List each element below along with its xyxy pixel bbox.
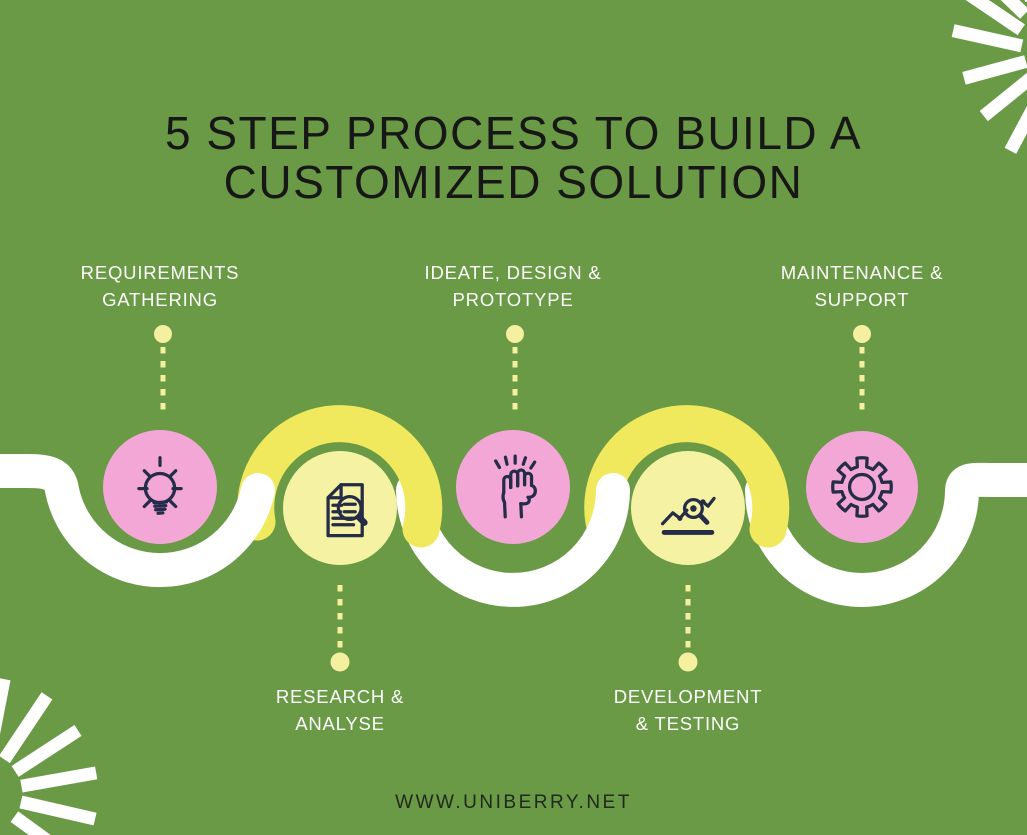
label-line: & TESTING	[635, 712, 741, 734]
connector-dot-step-4	[678, 652, 698, 672]
document-search-icon	[326, 483, 368, 538]
connector-dots	[154, 325, 871, 672]
step-label-requirements-gathering: REQUIREMENTS GATHERING	[30, 260, 290, 313]
connector-dot-step-3	[506, 325, 524, 343]
step-label-maintenance-support: MAINTENANCE & SUPPORT	[732, 260, 992, 313]
label-line: MAINTENANCE &	[780, 262, 944, 283]
step-label-ideate-design-prototype: IDEATE, DESIGN & PROTOTYPE	[383, 260, 643, 313]
label-line: DEVELOPMENT	[613, 686, 763, 707]
raised-fist-icon	[494, 454, 537, 519]
gear-icon	[831, 456, 893, 518]
starburst-bottom-left-icon	[0, 678, 98, 835]
step-circle-ideate-design-prototype	[456, 430, 570, 544]
connector-dot-step-1	[154, 325, 172, 343]
title-line-2: CUSTOMIZED SOLUTION	[223, 156, 804, 208]
label-line: SUPPORT	[814, 288, 910, 310]
label-line: PROTOTYPE	[452, 288, 574, 310]
step-circle-maintenance-support	[806, 431, 918, 543]
label-line: RESEARCH &	[275, 686, 405, 707]
page-title: 5 STEP PROCESS TO BUILD A CUSTOMIZED SOL…	[0, 109, 1027, 207]
label-line: REQUIREMENTS	[80, 262, 240, 283]
website-url: WWW.UNIBERRY.NET	[395, 792, 632, 813]
starburst-top-right-icon	[951, 0, 1027, 154]
wave-white-segment-5	[745, 462, 1027, 607]
label-line: ANALYSE	[295, 712, 385, 734]
chart-magnifier-icon	[660, 496, 716, 535]
step-circle-research-analyse	[283, 451, 397, 565]
step-label-research-analyse: RESEARCH & ANALYSE	[210, 684, 470, 737]
label-line: GATHERING	[102, 288, 218, 310]
process-wave-path	[0, 405, 1027, 607]
connector-dot-step-5	[853, 325, 871, 343]
step-circle-development-testing	[631, 451, 745, 565]
connector-dot-step-2	[330, 652, 350, 672]
wave-white-segment-1	[0, 454, 275, 588]
label-line: IDEATE, DESIGN &	[424, 262, 602, 283]
step-label-development-testing: DEVELOPMENT & TESTING	[558, 684, 818, 737]
step-connectors	[160, 347, 865, 648]
lightbulb-icon	[137, 456, 183, 515]
title-line-1: 5 STEP PROCESS TO BUILD A	[164, 107, 863, 159]
step-circle-requirements-gathering	[103, 430, 217, 544]
